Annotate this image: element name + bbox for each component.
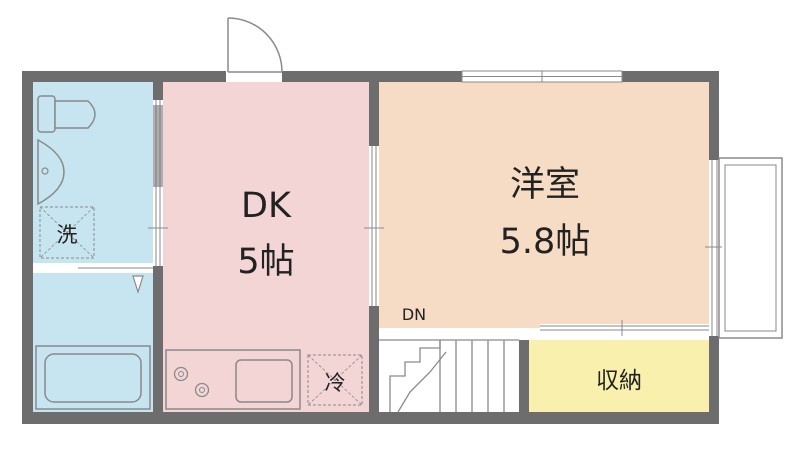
- fridge-label: 冷: [325, 371, 346, 395]
- western-room: [379, 82, 709, 328]
- storage-room: [529, 340, 709, 412]
- partition-wall: [519, 340, 529, 412]
- entrance-door: [226, 17, 283, 82]
- stairs-direction-label: DN: [402, 305, 426, 324]
- door-western-hall: [540, 320, 709, 336]
- balcony: [705, 157, 783, 339]
- fridge-space: [307, 354, 363, 406]
- dk-room-size: 5帖: [237, 242, 294, 282]
- washer-label: 洗: [57, 223, 78, 247]
- stairs: [379, 339, 519, 413]
- wash-basin: [37, 138, 65, 206]
- stove-icon: [173, 366, 210, 398]
- storage-label: 収納: [596, 368, 642, 394]
- sliding-door-wash-dk: [148, 100, 168, 266]
- sliding-door-dk-western: [364, 146, 384, 306]
- kitchen-counter: [165, 349, 301, 410]
- washer-space: [39, 206, 95, 259]
- bathroom-door: [33, 263, 153, 295]
- sink-icon: [235, 359, 293, 403]
- bathtub: [35, 345, 151, 410]
- toilet: [37, 95, 96, 133]
- top-window: [461, 70, 623, 83]
- western-room-size: 5.8帖: [500, 222, 591, 262]
- western-room-name: 洋室: [510, 165, 580, 205]
- dk-room-name: DK: [241, 186, 292, 226]
